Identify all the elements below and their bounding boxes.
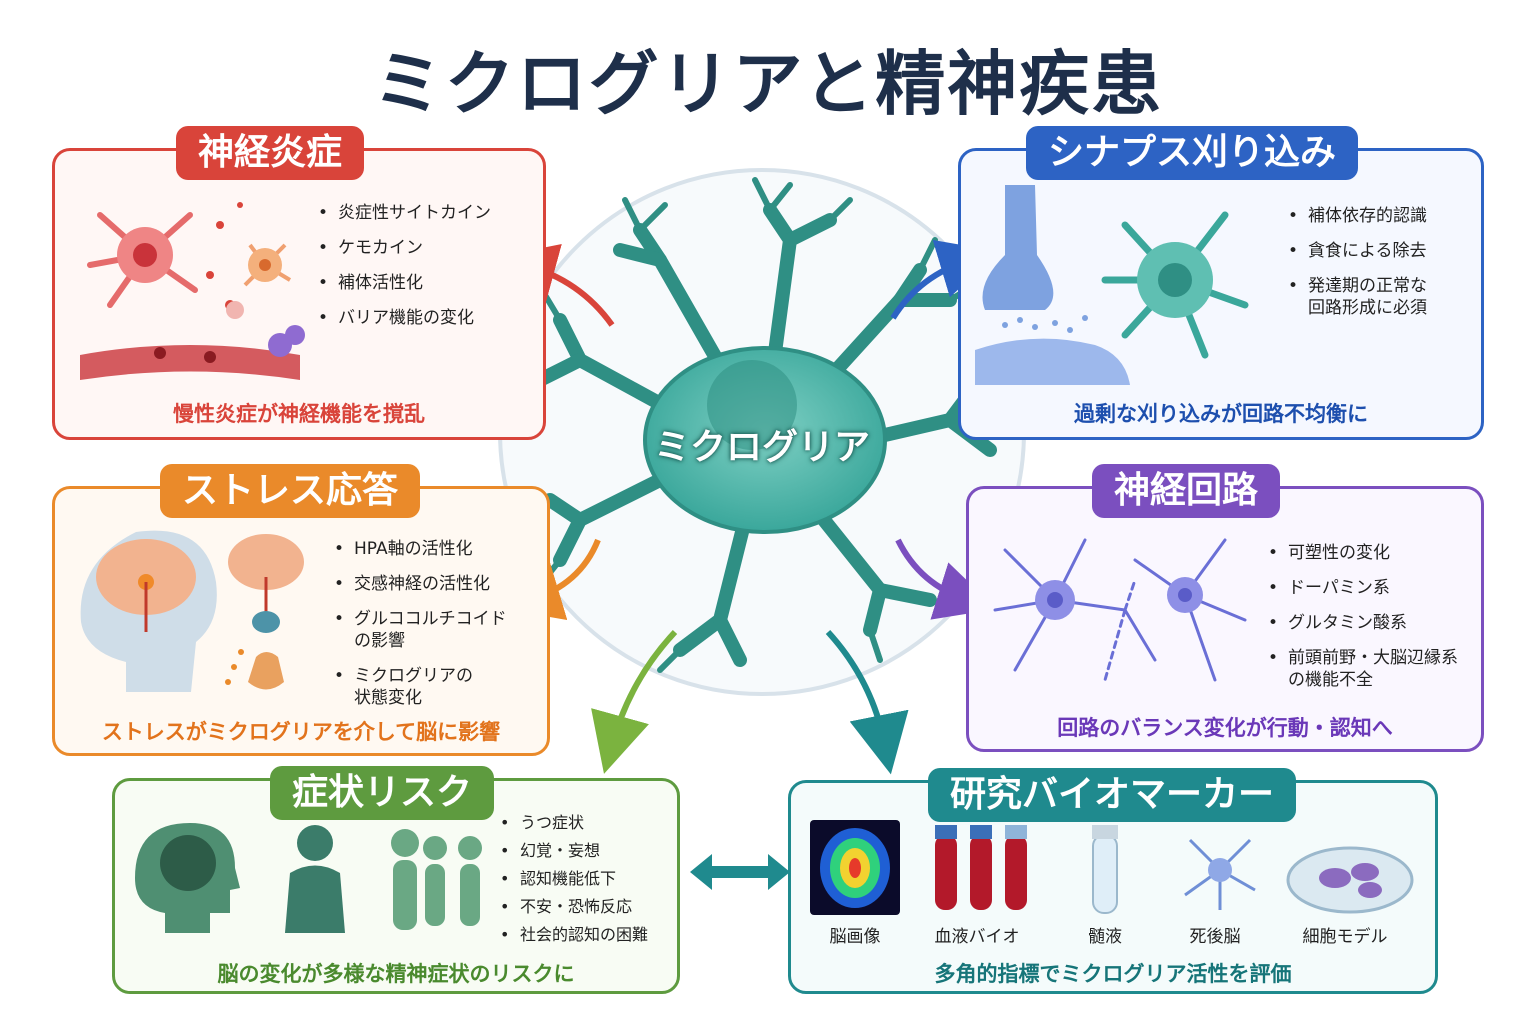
symptom-tag: 症状リスク [270,766,495,820]
list-item: 発達期の正常な 回路形成に必須 [1288,275,1427,319]
list-item: 補体活性化 [318,272,491,294]
petri-dish-icon [1286,846,1414,914]
circuit-caption: 回路のバランス変化が行動・認知へ [1057,716,1393,740]
list-item: ドーパミン系 [1268,577,1458,599]
circuit-bullets: 可塑性の変化 ドーパミン系 グルタミン酸系 前頭前野・大脳辺縁系 の機能不全 [1268,542,1458,704]
biomarker-label-imaging: 脳画像 [829,927,881,947]
inflammation-caption: 慢性炎症が神経機能を撹乱 [173,402,425,426]
inflammation-bullets: 炎症性サイトカイン ケモカイン 補体活性化 バリア機能の変化 [318,202,491,342]
stress-caption: ストレスがミクログリアを介して脳に影響 [101,720,501,744]
list-item: バリア機能の変化 [318,307,491,329]
blood-tubes-icon [935,825,1027,910]
biomarker-label-blood: 血液バイオ [934,927,1020,947]
synapse-illustration [975,185,1249,385]
inflammation-illustration [80,202,305,380]
biomarker-label-postmortem: 死後脳 [1189,927,1241,947]
arrow-to-symptom [591,629,678,774]
synapse-caption: 過剰な刈り込みが回路不均衡に [1074,402,1368,426]
stress-bullets: HPA軸の活性化 交感神経の活性化 グルココルチコイド の影響 ミクログリアの … [334,538,507,722]
list-item: 不安・恐怖反応 [500,896,648,918]
biomarker-caption: 多角的指標でミクログリア活性を評価 [934,962,1292,986]
circuit-illustration [993,538,1247,682]
list-item: グルココルチコイド の影響 [334,608,507,652]
list-item: 交感神経の活性化 [334,573,507,595]
list-item: 社会的認知の困難 [500,924,648,946]
list-item: 補体依存的認識 [1288,205,1427,227]
stress-illustration [80,530,304,692]
list-item: 炎症性サイトカイン [318,202,491,224]
list-item: 前頭前野・大脳辺縁系 の機能不全 [1268,647,1458,691]
stress-tag: ストレス応答 [160,464,421,518]
list-item: 幻覚・妄想 [500,840,648,862]
list-item: HPA軸の活性化 [334,538,507,560]
inflammation-tag: 神経炎症 [176,126,365,180]
symptom-bullets: うつ症状 幻覚・妄想 認知機能低下 不安・恐怖反応 社会的認知の困難 [500,812,648,952]
biomarker-illustration [810,820,1414,915]
symptom-caption: 脳の変化が多様な精神症状のリスクに [217,962,575,986]
center-label: ミクログリア [653,427,870,468]
synapse-tag: シナプス刈り込み [1026,126,1359,180]
list-item: 可塑性の変化 [1268,542,1458,564]
page-title: ミクログリアと精神疾患 [372,43,1164,125]
arrow-to-biomarker [825,629,909,775]
biomarker-label-csf: 髄液 [1088,927,1122,947]
csf-tube-icon [1092,825,1118,914]
list-item: ケモカイン [318,237,491,259]
circuit-tag: 神経回路 [1092,464,1281,518]
list-item: 貪食による除去 [1288,240,1427,262]
arrow-to-circuit [895,538,997,620]
list-item: うつ症状 [500,812,648,834]
symptom-illustration [135,823,482,933]
inflammation-panel [52,148,546,440]
synapse-bullets: 補体依存的認識 貪食による除去 発達期の正常な 回路形成に必須 [1288,205,1427,332]
biomarker-tag: 研究バイオマーカー [928,768,1297,822]
list-item: グルタミン酸系 [1268,612,1458,634]
list-item: ミクログリアの 状態変化 [334,665,507,709]
biomarker-label-cellmodel: 細胞モデル [1302,927,1388,947]
list-item: 認知機能低下 [500,868,648,890]
